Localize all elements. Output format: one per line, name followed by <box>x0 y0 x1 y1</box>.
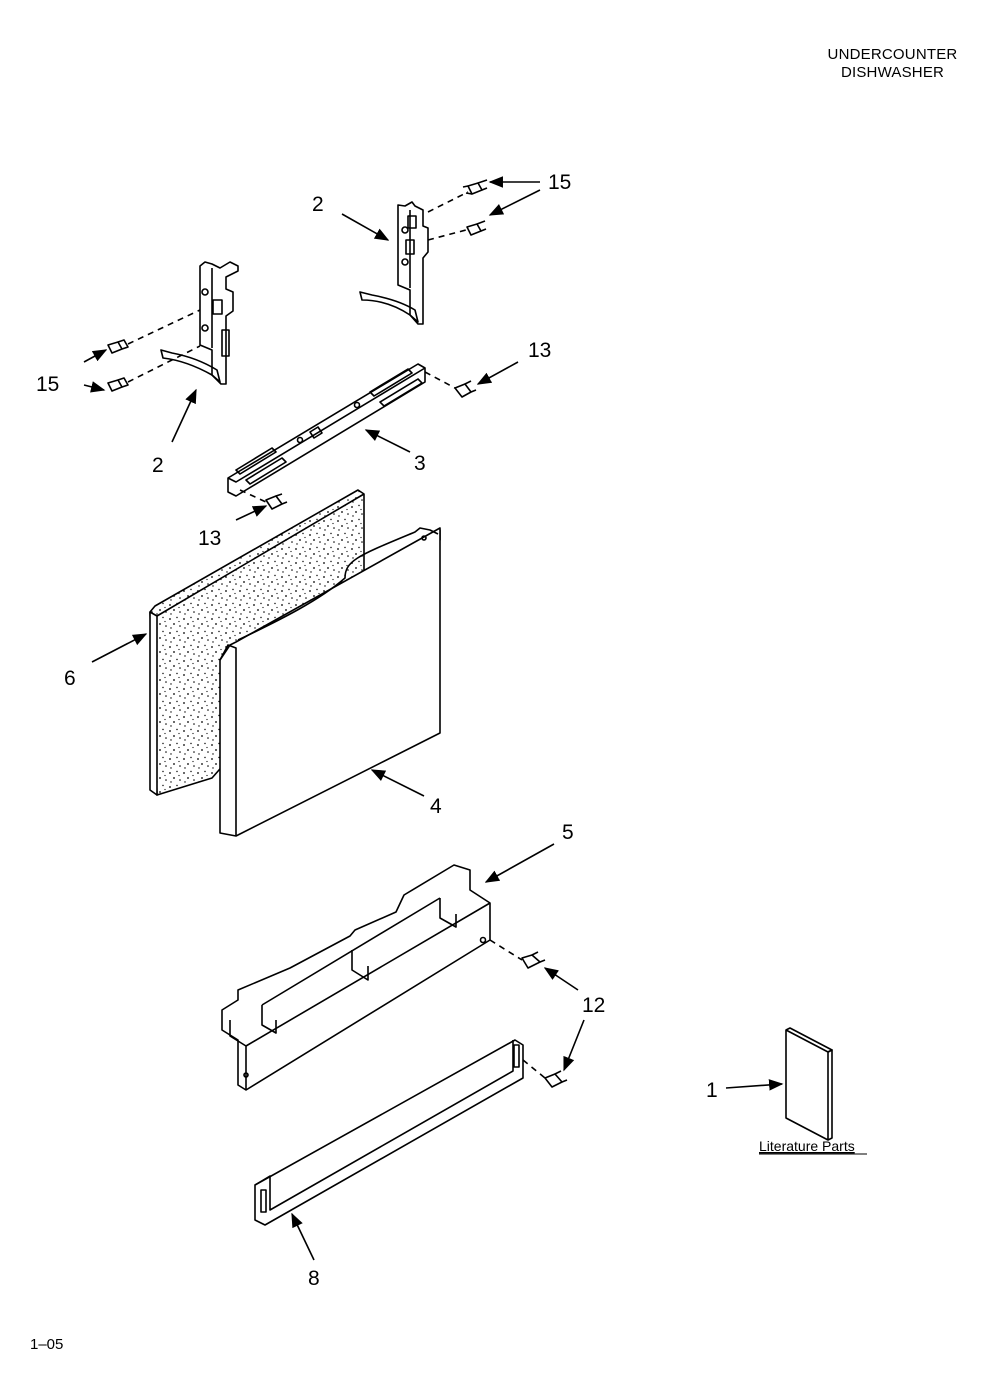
door-bracket-left <box>160 261 239 385</box>
screw-12-lower <box>544 1070 568 1088</box>
callout-4: 4 <box>430 795 442 818</box>
callout-1: 1 <box>706 1079 718 1102</box>
header-line-1: UNDERCOUNTER <box>827 46 958 63</box>
leader-arrows <box>83 176 784 1261</box>
screw-12-upper <box>521 951 546 969</box>
toe-panel-bracket <box>221 864 491 1091</box>
callout-15-left: 15 <box>36 373 59 396</box>
callout-2-top: 2 <box>312 193 324 216</box>
callout-3: 3 <box>414 452 426 475</box>
diagram-header: UNDERCOUNTER DISHWASHER <box>800 46 985 82</box>
callout-6: 6 <box>64 667 76 690</box>
hidden-line <box>522 1059 546 1079</box>
door-panel <box>219 527 441 837</box>
callout-2-left: 2 <box>152 454 164 477</box>
callout-5: 5 <box>562 821 574 844</box>
hidden-line <box>427 191 469 213</box>
callout-13-top: 13 <box>528 339 551 362</box>
hidden-line <box>489 939 523 961</box>
callout-8: 8 <box>308 1267 320 1290</box>
callout-15-top: 15 <box>548 171 571 194</box>
screw-15-top-upper <box>462 179 488 195</box>
screw-15-left-upper <box>107 339 129 354</box>
toe-panel-strip <box>254 1039 524 1226</box>
screw-13-bottom <box>265 493 288 510</box>
hidden-line <box>127 309 201 345</box>
hidden-line <box>424 371 456 389</box>
callout-13-bottom: 13 <box>198 527 221 550</box>
hidden-line <box>427 229 467 241</box>
page-code: 1–05 <box>30 1336 64 1353</box>
header-line-2: DISHWASHER <box>840 64 945 81</box>
callout-12: 12 <box>582 994 605 1017</box>
screw-13-top <box>454 380 477 398</box>
hidden-line <box>127 345 201 383</box>
door-bracket-right <box>359 201 429 325</box>
screw-15-left-lower <box>107 377 129 392</box>
literature-parts-label: Literature Parts <box>759 1138 855 1154</box>
screw-15-top-lower <box>466 220 487 236</box>
literature-booklet <box>785 1027 833 1141</box>
hidden-line <box>239 489 267 503</box>
door-rail <box>227 363 426 497</box>
